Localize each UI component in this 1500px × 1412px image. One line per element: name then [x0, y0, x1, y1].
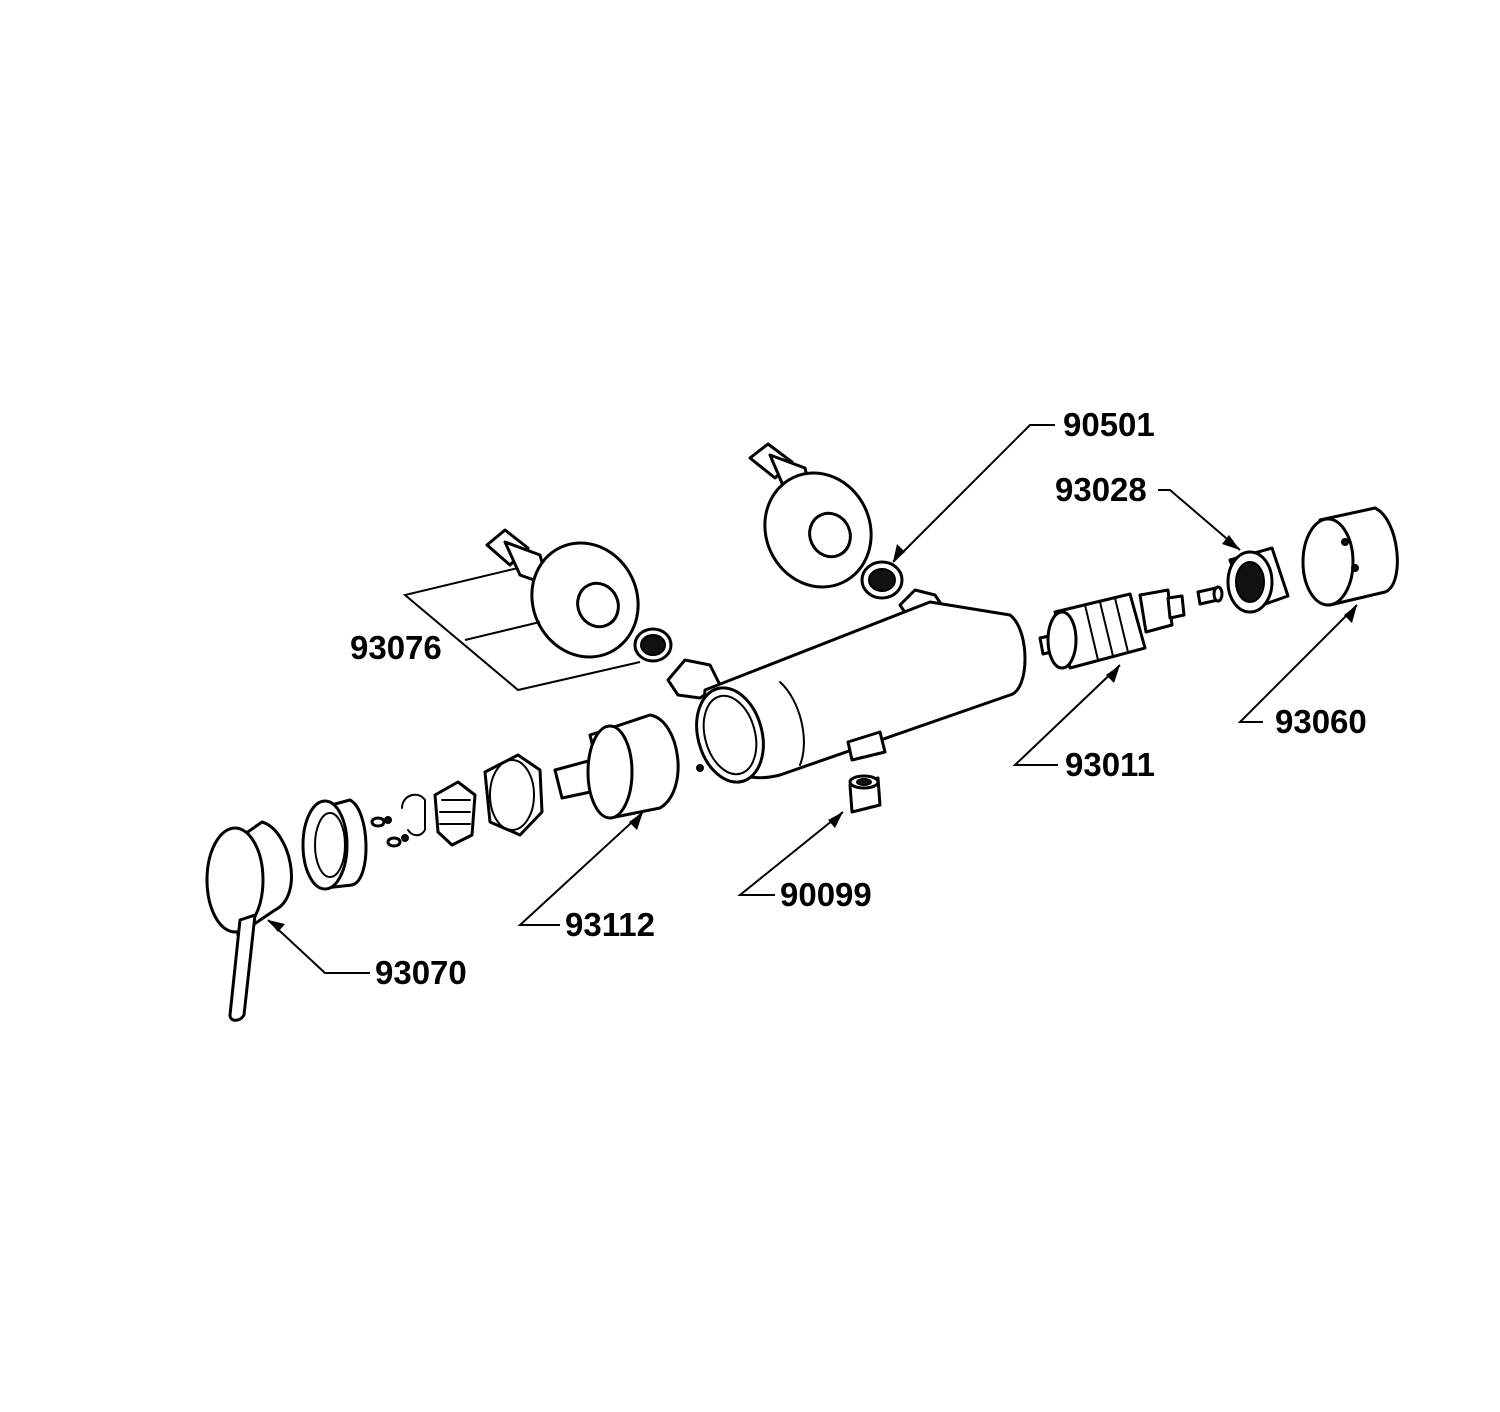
- wall-connector-left: [485, 528, 640, 659]
- callout-93028: 93028: [1055, 471, 1147, 508]
- flow-cartridge: [553, 713, 704, 820]
- callout-90501: 90501: [1063, 406, 1155, 443]
- escutcheon: [301, 798, 368, 891]
- clip-and-screws: [370, 793, 426, 848]
- lever-handle: [205, 820, 293, 1022]
- callout-93070: 93070: [375, 954, 467, 991]
- hex-nut: [483, 753, 544, 837]
- bracket-93076: [402, 567, 641, 692]
- seal-left: [633, 627, 673, 663]
- ring-93028: [1226, 546, 1290, 614]
- callout-93076: 93076: [350, 629, 442, 666]
- callout-93060: 93060: [1275, 703, 1367, 740]
- seal-right: [860, 560, 904, 600]
- callout-93112: 93112: [565, 906, 655, 943]
- callout-90099: 90099: [780, 876, 872, 913]
- mixer-body: [666, 588, 1027, 784]
- wall-connector-right: [748, 442, 873, 589]
- nut-90099: [848, 774, 882, 814]
- leader-lines: [267, 424, 1358, 974]
- ribbed-adapter: [433, 780, 477, 847]
- spring-pin: [1196, 585, 1224, 606]
- callout-93011: 93011: [1065, 746, 1155, 783]
- thermostatic-cartridge: [1038, 588, 1186, 670]
- thermostat-handle: [1301, 506, 1399, 607]
